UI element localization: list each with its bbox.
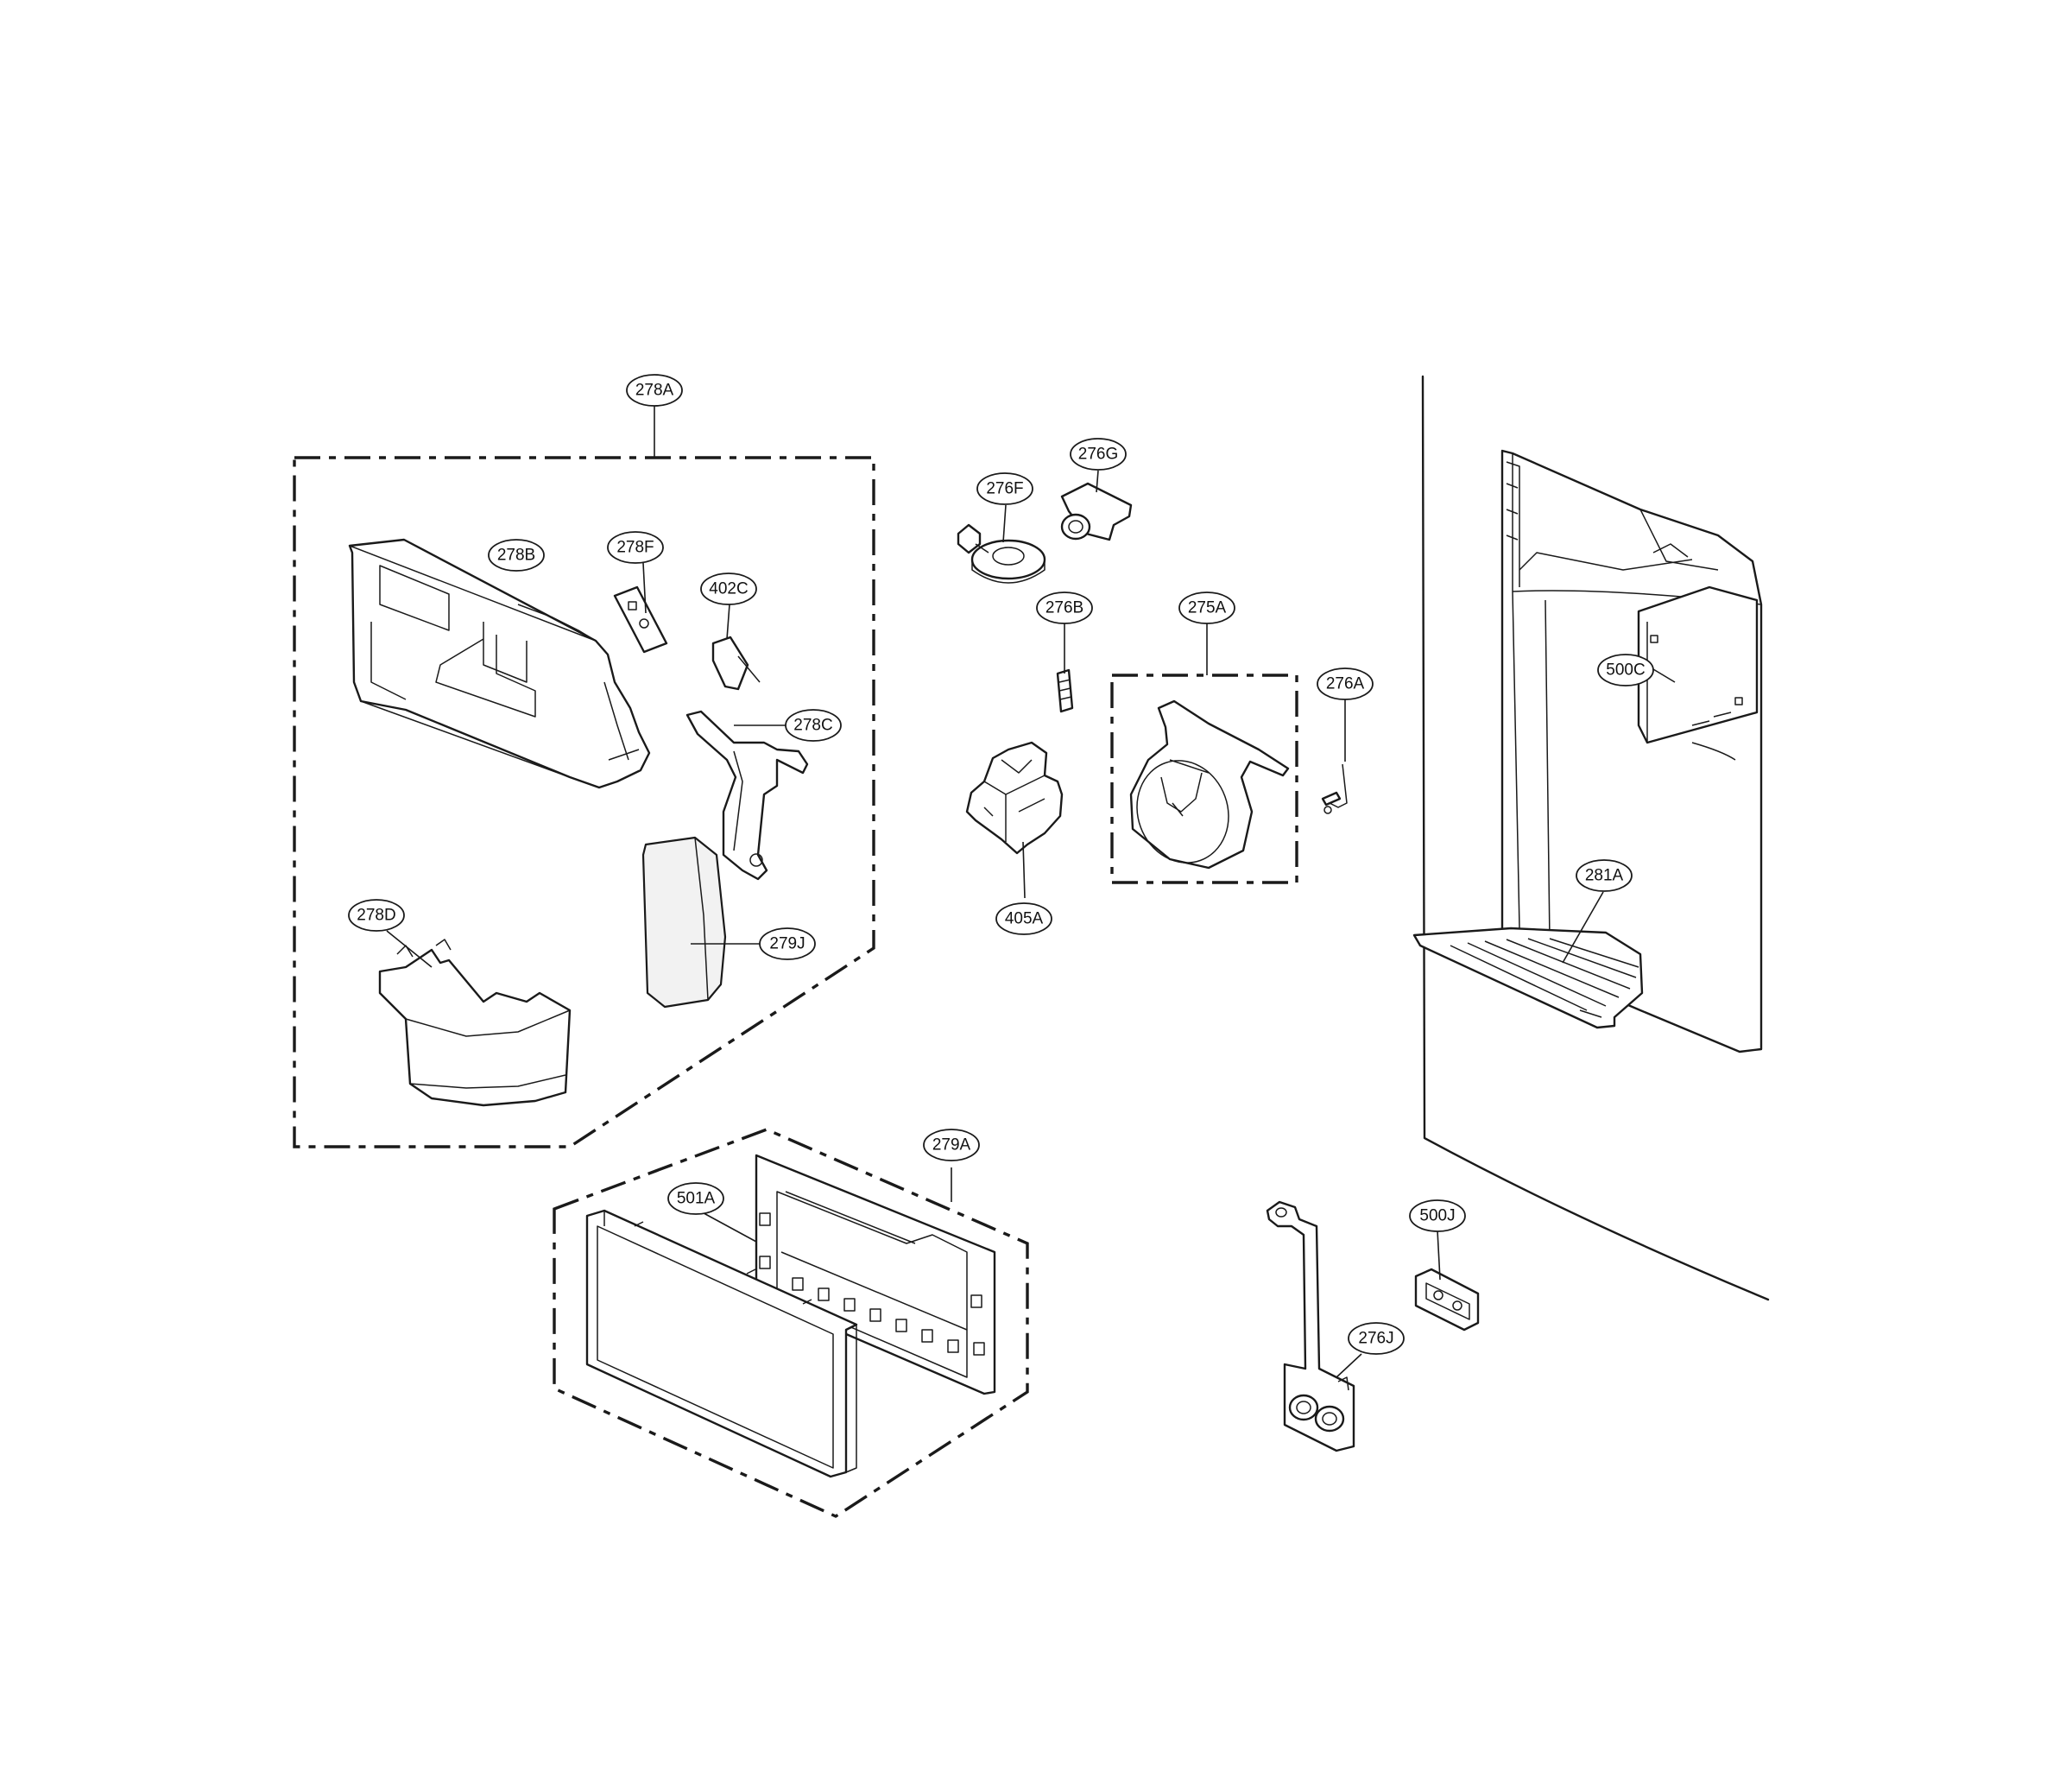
svg-text:276A: 276A [1326,675,1365,693]
callout-501A: 501A [667,1182,724,1215]
callout-276J: 276J [1348,1322,1405,1355]
callout-275A: 275A [1178,591,1235,624]
svg-text:279A: 279A [932,1136,971,1155]
callout-279A: 279A [923,1129,980,1161]
callout-278F: 278F [607,531,664,564]
assembly-279A-group [553,1128,1029,1518]
part-276A-pin[interactable] [1321,699,1348,814]
svg-text:402C: 402C [709,580,748,598]
assembly-278A-group [293,406,875,1148]
part-278D-chute[interactable] [378,930,572,1107]
part-279A-cover[interactable] [585,1209,858,1478]
callout-276A: 276A [1317,667,1374,700]
svg-text:276J: 276J [1358,1330,1393,1348]
part-275A-flap[interactable] [1123,699,1290,876]
part-276F[interactable] [957,504,1046,584]
svg-text:278C: 278C [793,717,832,735]
door-recess [1421,375,1770,1301]
part-278F-plate[interactable] [613,562,668,654]
svg-text:405A: 405A [1005,910,1044,928]
part-279J-paddle[interactable] [641,836,760,1009]
svg-text:281A: 281A [1585,867,1624,885]
part-405A-actuator[interactable] [965,741,1064,899]
svg-text:278B: 278B [497,547,535,565]
svg-text:278A: 278A [635,382,674,400]
svg-text:276G: 276G [1078,446,1118,464]
part-278B-housing[interactable] [348,538,651,789]
part-281A-tray[interactable] [1412,891,1644,1029]
callout-276F: 276F [976,472,1033,505]
callout-402C: 402C [700,573,757,605]
svg-text:279J: 279J [769,935,805,953]
svg-text:500C: 500C [1606,661,1645,680]
part-276G[interactable] [1060,470,1133,541]
callout-405A: 405A [995,902,1052,935]
callout-276B: 276B [1036,591,1093,624]
callout-278A: 278A [626,374,683,407]
part-500J-connector[interactable] [1414,1230,1480,1332]
svg-text:276B: 276B [1045,599,1083,617]
svg-text:276F: 276F [986,480,1023,498]
svg-text:278F: 278F [616,539,654,557]
part-500C-panel[interactable] [1637,585,1759,744]
callout-500C: 500C [1597,654,1654,686]
callout-500J: 500J [1409,1199,1466,1232]
part-276B-spring[interactable] [1056,623,1074,713]
callout-276G: 276G [1070,438,1127,471]
svg-text:501A: 501A [677,1190,716,1208]
assembly-275A-group [1110,623,1298,884]
part-402C-switch[interactable] [711,604,761,691]
callout-281A: 281A [1576,859,1633,892]
part-278C-lever[interactable] [685,710,809,881]
svg-text:275A: 275A [1188,599,1227,617]
callout-278B: 278B [488,539,545,572]
svg-text:500J: 500J [1419,1207,1455,1225]
callout-279J: 279J [759,927,816,960]
part-276J-bracket[interactable] [1266,1200,1362,1452]
svg-text:278D: 278D [357,907,395,925]
callout-278C: 278C [785,709,842,742]
callout-278D: 278D [348,899,405,932]
